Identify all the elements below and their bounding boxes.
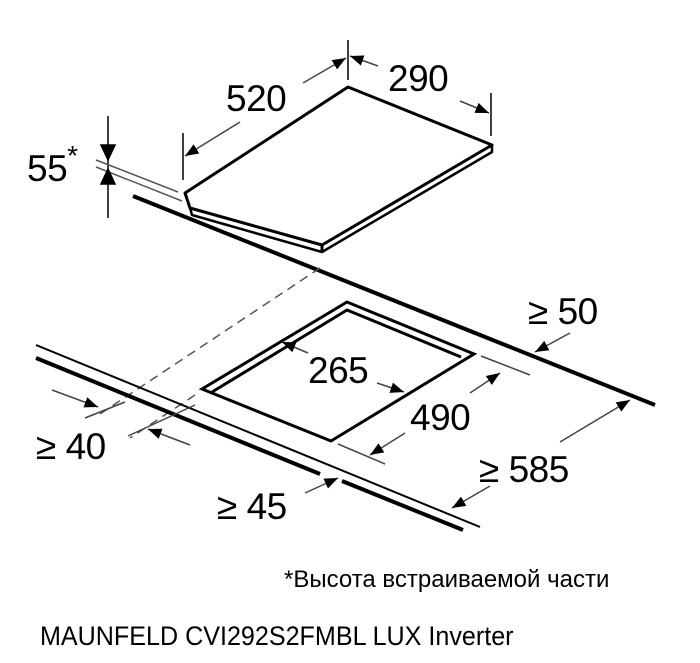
hob-depth-label: 520 [226,78,287,119]
rear-clearance-arrow [534,332,571,353]
cutout-depth-label: 490 [410,397,471,438]
cutout-width-label: 265 [308,350,369,391]
countertop-front-edge [35,344,481,532]
countertop-depth-dimension [451,399,631,509]
hob-width-label: 290 [388,58,449,99]
countertop-depth-label: ≥ 585 [479,449,569,490]
side-clearance-dimension [51,389,196,446]
rear-clearance-label: ≥ 50 [528,291,598,332]
front-clearance-label: ≥ 45 [217,486,287,527]
model-caption: MAUNFELD CVI292S2FMBL LUX Inverter [40,621,514,651]
cutout-depth-dimension [337,355,531,465]
cutout-outline [198,300,478,443]
countertop-rear-edge [132,194,656,407]
footnote-text: *Высота встраиваемой части [284,566,610,593]
hob-height-label: 55* [27,142,78,189]
front-clearance-arrow [304,477,339,494]
hob-width-dimension [349,55,492,136]
cutout-width-dimension [281,341,405,393]
hob-outline [183,85,494,254]
hob-height-dimension [95,116,183,218]
side-clearance-label: ≥ 40 [36,426,106,467]
hob-height-value: 55 [27,148,68,189]
footnote-mark: * [67,140,78,171]
hob-depth-dimension [182,40,349,180]
